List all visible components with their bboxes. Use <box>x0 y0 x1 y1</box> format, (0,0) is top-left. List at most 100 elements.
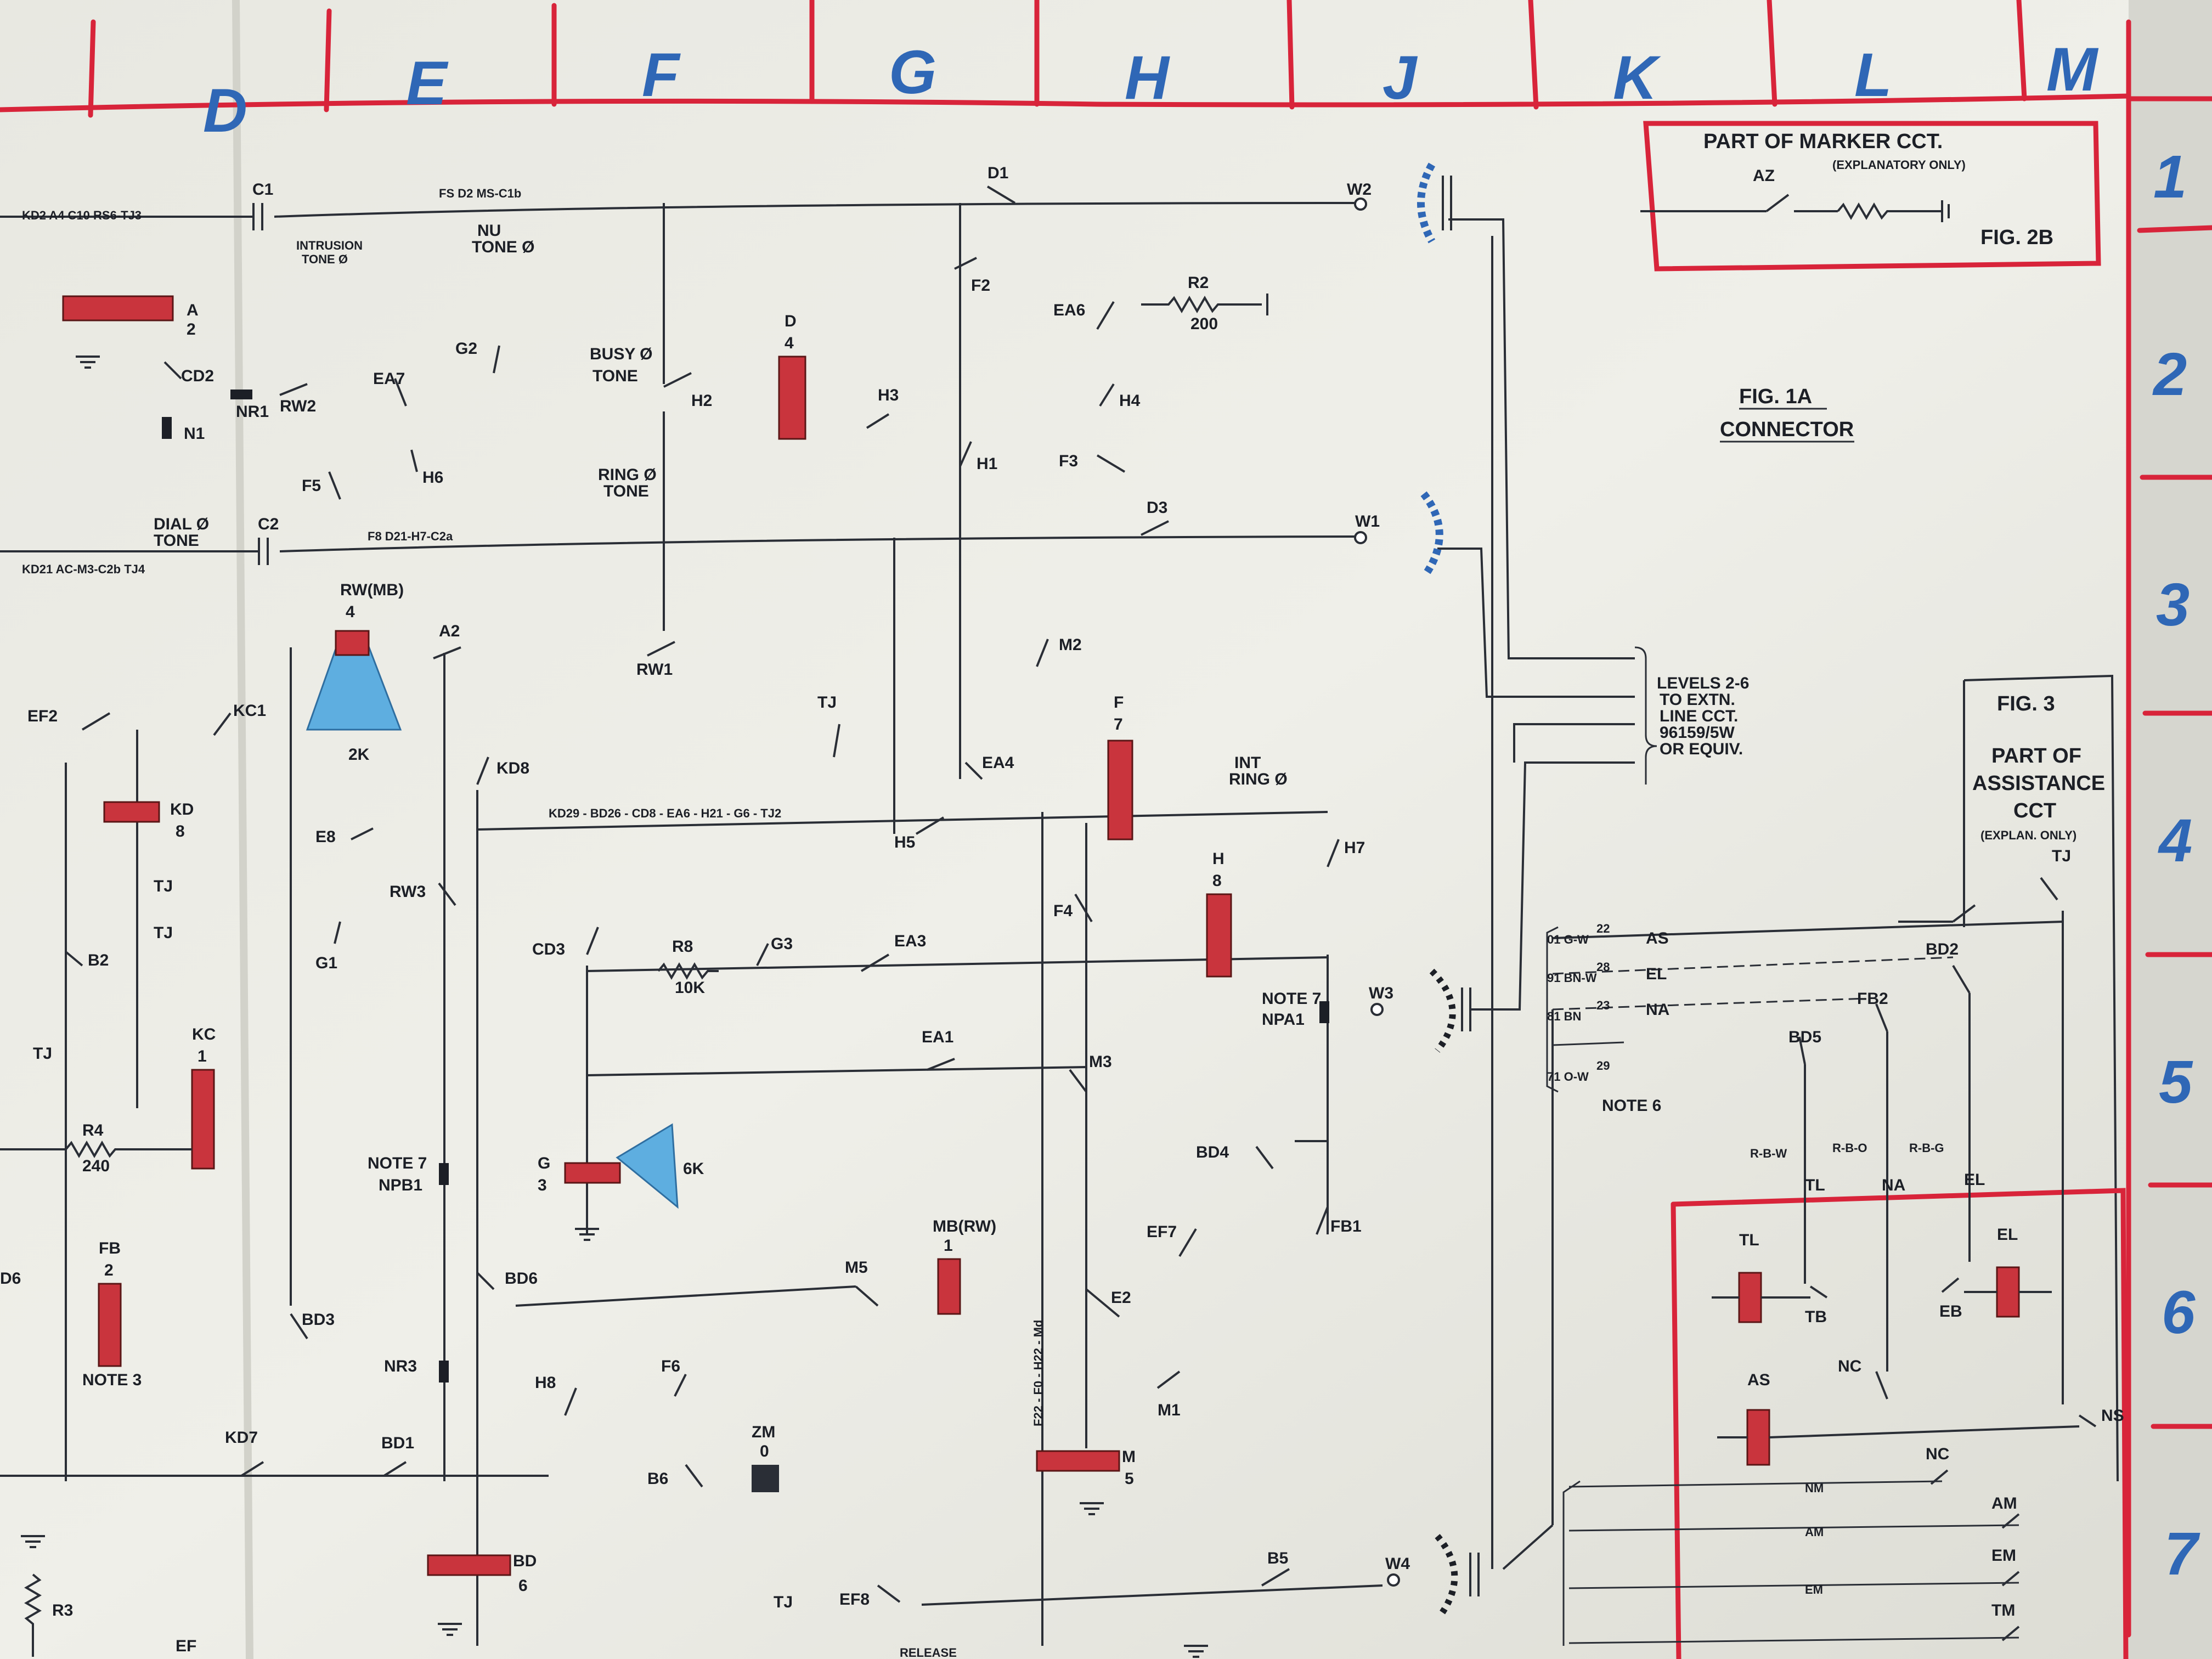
svg-text:NOTE 7: NOTE 7 <box>368 1154 427 1172</box>
ground-symbols <box>21 356 1208 1658</box>
svg-text:29: 29 <box>1596 1059 1610 1073</box>
capacitor-c1: C1 <box>252 180 273 230</box>
svg-text:R2: R2 <box>1188 274 1209 292</box>
svg-text:DIAL Ø: DIAL Ø <box>154 515 209 533</box>
svg-text:NA: NA <box>1646 1001 1669 1019</box>
svg-text:TJ: TJ <box>154 877 173 895</box>
svg-text:F3: F3 <box>1059 452 1078 470</box>
svg-text:H6: H6 <box>422 469 443 487</box>
svg-text:8: 8 <box>1212 872 1222 890</box>
svg-text:A: A <box>187 301 199 319</box>
bus-label-mid-left: KD21 AC-M3-C2b TJ4 <box>22 562 145 576</box>
relay-d4: D 4 <box>778 312 806 440</box>
svg-text:1: 1 <box>198 1047 207 1065</box>
svg-text:F4: F4 <box>1053 902 1073 920</box>
svg-text:NS: NS <box>2101 1407 2124 1425</box>
svg-text:F5: F5 <box>302 477 321 495</box>
column-letter-k: K <box>1613 43 1661 112</box>
bus-label-top: FS D2 MS-C1b <box>439 187 521 200</box>
az-label: AZ <box>1753 167 1775 185</box>
column-letter-d: D <box>203 76 247 145</box>
svg-text:B5: B5 <box>1267 1549 1288 1567</box>
svg-text:KD8: KD8 <box>496 759 529 777</box>
svg-text:RW2: RW2 <box>280 397 316 415</box>
fig-1a-line2: CONNECTOR <box>1720 418 1854 441</box>
svg-text:TONE: TONE <box>592 367 638 385</box>
column-letter-f: F <box>642 41 681 109</box>
svg-text:TONE Ø: TONE Ø <box>302 252 348 266</box>
svg-text:4: 4 <box>346 603 355 621</box>
bus-labels: FS D2 MS-C1b KD2 A4 C10 RS6-TJ3 F8 D21-H… <box>22 187 1045 1426</box>
row-number-2: 2 <box>2152 341 2187 408</box>
svg-text:BD: BD <box>513 1552 537 1570</box>
svg-text:D: D <box>785 312 797 330</box>
svg-text:FB: FB <box>99 1239 121 1257</box>
svg-text:D3: D3 <box>1147 499 1167 517</box>
fig-1a-line1: FIG. 1A <box>1739 385 1812 408</box>
svg-text:D6: D6 <box>0 1269 21 1288</box>
svg-text:H2: H2 <box>691 392 712 410</box>
svg-text:TONE: TONE <box>603 482 649 500</box>
resistor-r2: R2 200 <box>1141 274 1268 333</box>
svg-text:ZM: ZM <box>752 1423 775 1441</box>
svg-text:EF2: EF2 <box>27 707 58 725</box>
svg-text:A2: A2 <box>439 622 460 640</box>
svg-text:TONE: TONE <box>154 532 199 550</box>
svg-text:EL: EL <box>1964 1171 1985 1189</box>
svg-text:TJ: TJ <box>154 924 173 942</box>
svg-text:KD7: KD7 <box>225 1429 258 1447</box>
column-letter-l: L <box>1854 41 1892 109</box>
fig-3-title: FIG. 3 <box>1997 692 2055 715</box>
svg-text:CD3: CD3 <box>532 940 565 958</box>
svg-text:96159/5W: 96159/5W <box>1660 724 1735 742</box>
w1-label: W1 <box>1355 512 1380 531</box>
svg-text:200: 200 <box>1190 315 1218 333</box>
svg-text:INTRUSION: INTRUSION <box>296 239 363 252</box>
relay-h8: H 8 <box>1206 850 1232 978</box>
svg-text:G: G <box>538 1154 550 1172</box>
svg-text:EF8: EF8 <box>839 1590 870 1609</box>
svg-text:EL: EL <box>1646 965 1667 983</box>
svg-text:BD1: BD1 <box>381 1434 414 1452</box>
svg-text:NOTE 6: NOTE 6 <box>1602 1097 1661 1115</box>
relay-kc: KC 1 <box>191 1025 216 1170</box>
w2-label: W2 <box>1347 180 1372 199</box>
relay-a2: A 2 <box>62 295 199 338</box>
svg-text:81 BN: 81 BN <box>1547 1009 1581 1023</box>
column-letter-m: M <box>2046 35 2099 104</box>
svg-text:91 BN-W: 91 BN-W <box>1547 971 1597 985</box>
levels-note: LEVELS 2-6 TO EXTN. LINE CCT. 96159/5W O… <box>1634 646 1749 785</box>
svg-text:BUSY Ø: BUSY Ø <box>590 345 652 363</box>
svg-text:8: 8 <box>176 822 185 840</box>
svg-text:5: 5 <box>1125 1470 1134 1488</box>
g3-relay-blue: 6K <box>616 1123 704 1209</box>
fig-3-line2: ASSISTANCE <box>1972 772 2105 795</box>
row-number-3: 3 <box>2156 571 2190 639</box>
svg-text:TL: TL <box>1805 1176 1825 1194</box>
connector-w2 <box>1417 162 1452 244</box>
assistance-red-box-left <box>1671 1201 1681 1659</box>
column-letter-h: H <box>1125 43 1170 112</box>
row-number-5: 5 <box>2159 1048 2193 1116</box>
resistor-r4: R4 240 <box>0 1121 192 1175</box>
svg-text:NOTE 7: NOTE 7 <box>1262 990 1321 1008</box>
svg-text:G3: G3 <box>771 935 793 953</box>
fig-2b-box: PART OF MARKER CCT. (EXPLANATORY ONLY) F… <box>1640 121 2101 272</box>
assistance-wiring: 01 G-W 91 BN-W 81 BN 71 O-W 22 28 23 29 … <box>1546 847 2124 1646</box>
svg-text:C1: C1 <box>252 180 273 199</box>
contacts: D1 F2 H1 F3 D3 H2 H3 H4 EA6 G2 EA7 H6 F5… <box>0 164 1365 1659</box>
svg-text:KC1: KC1 <box>233 702 266 720</box>
svg-text:R3: R3 <box>52 1601 73 1620</box>
relay-fb: FB 2 NOTE 3 <box>82 1239 142 1389</box>
capacitor-c2: C2 <box>258 515 279 565</box>
svg-text:NC: NC <box>1838 1357 1861 1375</box>
svg-text:RELEASE: RELEASE <box>900 1646 957 1659</box>
svg-text:M: M <box>1122 1448 1136 1466</box>
svg-text:EA6: EA6 <box>1053 301 1085 319</box>
svg-text:RING Ø: RING Ø <box>1229 770 1288 788</box>
tone-labels: INTRUSION TONE Ø NU TONE Ø BUSY Ø TONE R… <box>154 222 1288 788</box>
svg-text:RW(MB): RW(MB) <box>340 581 404 599</box>
svg-text:G2: G2 <box>455 340 477 358</box>
svg-text:BD3: BD3 <box>302 1311 335 1329</box>
